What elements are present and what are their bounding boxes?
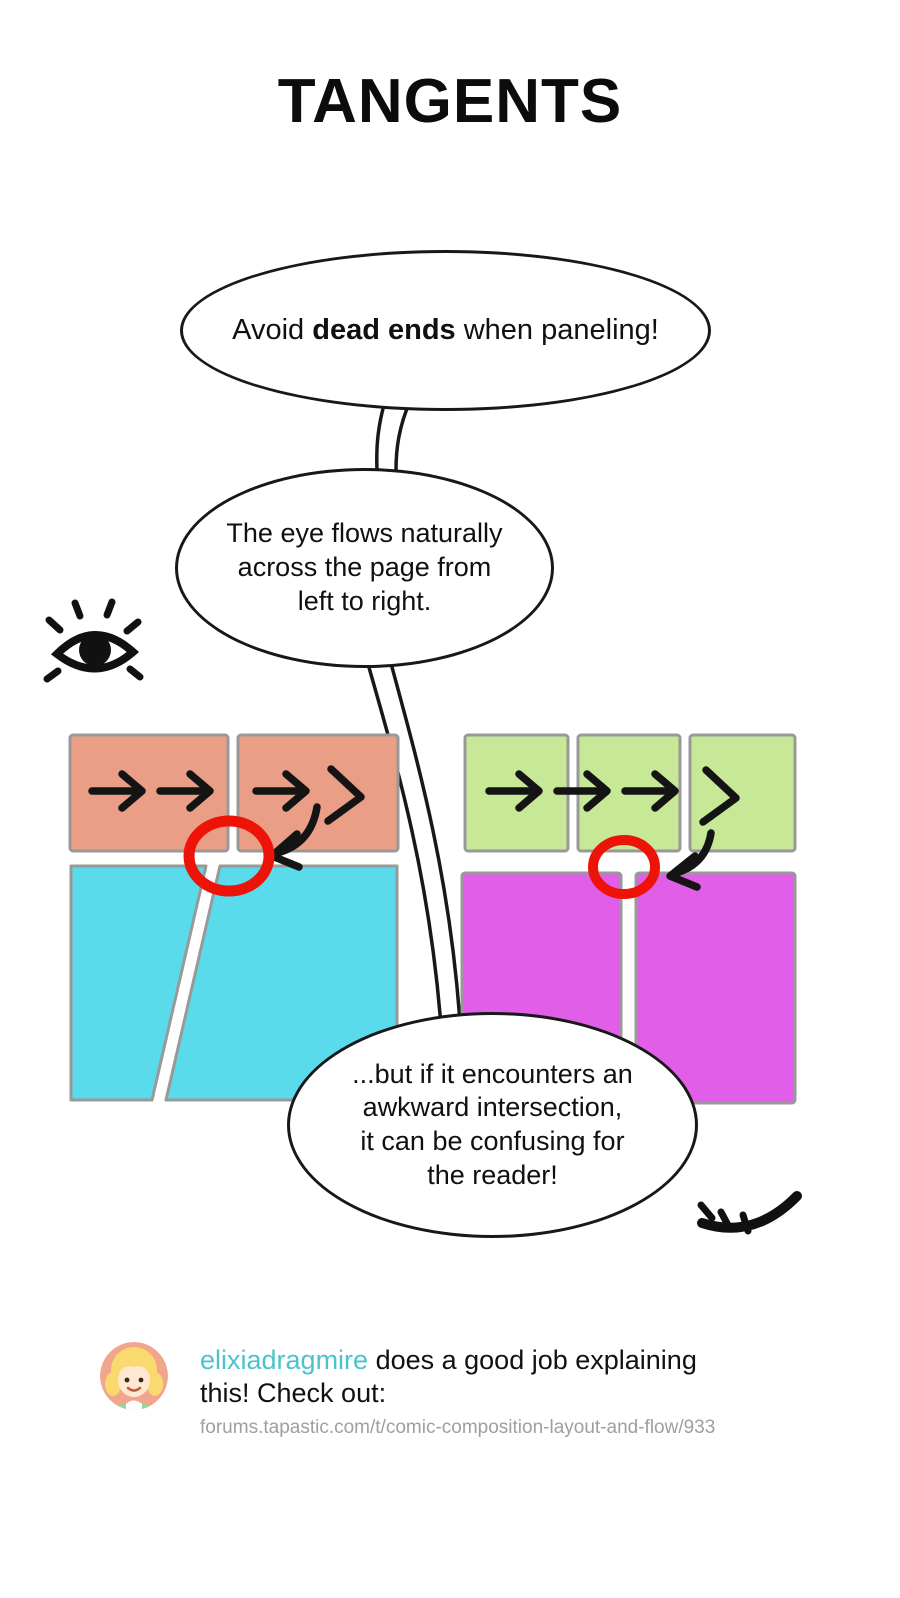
bubble-text-prefix: Avoid bbox=[232, 314, 313, 347]
speech-bubble-eye-flow: The eye flows naturally across the page … bbox=[175, 468, 554, 668]
panel-cyan-left bbox=[69, 864, 208, 1102]
bubble-connector-long bbox=[362, 643, 462, 1028]
closed-eye-icon bbox=[697, 1191, 802, 1235]
open-eye-icon bbox=[43, 598, 144, 683]
bubble-text-bold: dead ends bbox=[312, 314, 456, 347]
bubble-text: Avoid dead ends when paneling! bbox=[232, 312, 659, 348]
reading-flow-arrows-left bbox=[88, 765, 365, 871]
panel-salmon-2 bbox=[236, 733, 400, 853]
flow-arrow-head bbox=[282, 770, 310, 812]
bubble-text-suffix: when paneling! bbox=[455, 314, 659, 347]
bubble-text: The eye flows naturally across the page … bbox=[226, 518, 503, 616]
credit-url: forums.tapastic.com/t/comic-composition-… bbox=[200, 1416, 716, 1438]
avatar-illustration bbox=[100, 1342, 168, 1410]
flow-chevron-down bbox=[699, 766, 740, 826]
flow-bend-arrow-head bbox=[666, 852, 701, 891]
flow-arrow-head bbox=[583, 770, 611, 812]
tangent-circle-left bbox=[183, 815, 275, 897]
speech-bubble-dead-ends: Avoid dead ends when paneling! bbox=[180, 250, 711, 411]
flow-arrow-head bbox=[515, 770, 543, 812]
user-avatar bbox=[100, 1342, 168, 1410]
flow-arrow-head bbox=[651, 770, 679, 812]
left-page-example bbox=[68, 733, 400, 1102]
credit-block: elixiadragmire does a good job explainin… bbox=[200, 1344, 840, 1439]
speech-bubble-awkward-intersection: ...but if it encounters an awkward inter… bbox=[287, 1012, 698, 1238]
flow-arrow-head bbox=[118, 770, 146, 812]
panel-salmon-1 bbox=[68, 733, 230, 853]
panel-magenta-2 bbox=[634, 871, 797, 1105]
credit-rest: does a good job explaining this! Check o… bbox=[200, 1345, 697, 1408]
panel-green-3 bbox=[688, 733, 797, 853]
page-title: TANGENTS bbox=[277, 67, 623, 136]
credit-username: elixiadragmire bbox=[200, 1345, 369, 1375]
credit-line: elixiadragmire does a good job explainin… bbox=[200, 1344, 840, 1410]
bubble-text: ...but if it encounters an awkward inter… bbox=[352, 1058, 633, 1190]
tangent-circle-right bbox=[588, 835, 660, 899]
flow-chevron-down bbox=[324, 765, 365, 825]
reading-flow-arrows-right bbox=[485, 766, 740, 891]
flow-arrow-head bbox=[186, 770, 214, 812]
